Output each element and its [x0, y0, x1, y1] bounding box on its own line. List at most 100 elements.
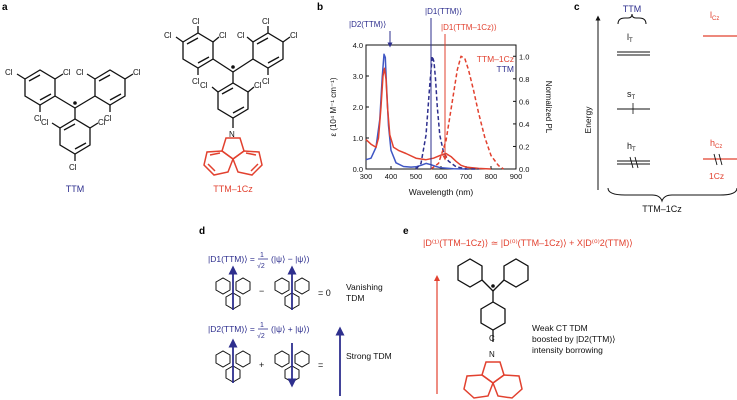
- x-tick-label: 900: [510, 172, 523, 181]
- ttm-1cz-structure: [175, 26, 291, 128]
- energy-axis-label: Energy: [583, 106, 593, 134]
- panel-letter-e: e: [403, 226, 409, 237]
- level-label-lcz: lCz: [710, 10, 719, 22]
- left-y-ticks: 0.0 1.0 2.0 3.0 4.0: [353, 41, 369, 174]
- x-tick-label: 500: [410, 172, 423, 181]
- paired-electrons: [629, 156, 639, 169]
- eq1-fraction-den: √2: [257, 262, 265, 270]
- ttm-brace: [617, 13, 647, 25]
- y-tick-label: 2.0: [353, 103, 363, 112]
- legend-ttm: TTM: [497, 64, 514, 74]
- equals-zero: = 0: [318, 288, 331, 298]
- series-line-ttm-1cz-pl: [430, 55, 504, 170]
- eq2-rhs: (|ψ⟩ + |ψ⟩): [271, 324, 310, 334]
- cl-atom: Cl: [63, 68, 71, 77]
- cl-atom: Cl: [192, 17, 200, 26]
- cl-atom: Cl: [200, 81, 208, 90]
- cl-atom: Cl: [164, 31, 172, 40]
- y2-tick-label: 0.8: [519, 75, 529, 84]
- paired-electrons: [713, 153, 723, 166]
- x-tick-label: 600: [435, 172, 448, 181]
- cl-atom: Cl: [76, 68, 84, 77]
- eq1-rhs: (|ψ⟩ − |ψ⟩): [271, 254, 310, 264]
- right-y-axis-label: Normalized PL: [544, 81, 553, 134]
- cl-atom: Cl: [104, 114, 112, 123]
- intensity-borrowing-text: intensity borrowing: [532, 345, 603, 355]
- x-tick-label: 300: [360, 172, 373, 181]
- eq2-lhs: |D2(TTM)⟩ =: [208, 324, 255, 334]
- vanishing-label: TDM: [346, 293, 364, 303]
- cl-atom: Cl: [5, 68, 13, 77]
- ttm-1cz-label: TTM–1Cz: [213, 184, 253, 194]
- panel-letter-d: d: [199, 226, 205, 237]
- cl-atom: Cl: [219, 31, 227, 40]
- energy-diagram: TTM Energy lT sT hT lCz hCz 1Cz TTM–1Cz: [583, 4, 737, 214]
- y2-tick-label: 0.4: [519, 120, 529, 129]
- x-tick-label: 700: [460, 172, 473, 181]
- y2-tick-label: 0.0: [519, 165, 529, 174]
- label-d2-ttm: |D2(TTM)⟩: [349, 20, 386, 29]
- right-y-ticks: 0.0 0.2 0.4 0.6 0.8 1.0: [513, 52, 529, 174]
- cl-atom: Cl: [262, 77, 270, 86]
- ttm-structure: [16, 69, 134, 161]
- level-label-hcz: hCz: [710, 138, 722, 150]
- level-label-lt: lT: [627, 32, 633, 44]
- nitrogen-cation-label: N: [489, 350, 495, 359]
- carbazole-group: [463, 361, 523, 399]
- mixing-equation: |D⁽¹⁾(TTM–1Cz)⟩ ≃ |D⁽⁰⁾(TTM–1Cz)⟩ + X|D⁽…: [423, 238, 633, 248]
- label-d1-ttm: |D1(TTM)⟩: [425, 7, 462, 16]
- cl-atom: Cl: [262, 17, 270, 26]
- eq2-fraction-den: √2: [257, 332, 265, 340]
- cl-atom: Cl: [290, 31, 298, 40]
- radical-dot: [231, 65, 235, 69]
- weak-ct-tdm-text: Weak CT TDM: [532, 323, 588, 333]
- cl-atom: Cl: [133, 68, 141, 77]
- y-tick-label: 3.0: [353, 72, 363, 81]
- nitrogen-atom: N: [229, 130, 235, 139]
- y-tick-label: 4.0: [353, 41, 363, 50]
- plus-sign: +: [259, 360, 264, 370]
- bottom-brace: [607, 187, 737, 203]
- carbazole-group: [203, 137, 263, 176]
- cl-atom: Cl: [34, 114, 42, 123]
- eq2-fraction-num: 1: [260, 322, 264, 329]
- left-y-axis-label: ε (10⁴ M⁻¹ cm⁻¹): [329, 77, 338, 136]
- one-cz-label: 1Cz: [709, 171, 724, 181]
- series-line-ttm-1cz: [365, 67, 492, 170]
- y-tick-label: 0.0: [353, 165, 363, 174]
- equals-sign: =: [318, 360, 323, 370]
- series-lines: [365, 53, 504, 170]
- carbocation-label: C: [489, 334, 495, 343]
- ttm-1cz-column-label: TTM–1Cz: [642, 204, 682, 214]
- cl-atom: Cl: [69, 163, 77, 172]
- y2-tick-label: 1.0: [519, 52, 529, 61]
- y-tick-label: 1.0: [353, 134, 363, 143]
- eq1-fraction-num: 1: [260, 252, 264, 259]
- x-axis-label: Wavelength (nm): [409, 187, 474, 197]
- label-d1-ttm-1cz: |D1(TTM–1Cz)⟩: [441, 23, 497, 32]
- eq1-lhs: |D1(TTM)⟩ =: [208, 254, 255, 264]
- radical-dot: [73, 101, 77, 105]
- cl-atom: Cl: [254, 81, 262, 90]
- level-label-ht: hT: [627, 141, 636, 153]
- y2-tick-label: 0.6: [519, 97, 529, 106]
- x-tick-label: 400: [385, 172, 398, 181]
- ttm-1cz-cation-structure: [457, 258, 529, 342]
- panel-letter-b: b: [317, 2, 323, 13]
- series-line-ttm-pl: [415, 55, 479, 170]
- y2-tick-label: 0.2: [519, 142, 529, 151]
- panel-e: |D⁽¹⁾(TTM–1Cz)⟩ ≃ |D⁽⁰⁾(TTM–1Cz)⟩ + X|D⁽…: [423, 238, 633, 399]
- panel-letter-a: a: [2, 2, 8, 13]
- boosted-by-text: boosted by |D2(TTM)⟩: [532, 334, 615, 344]
- ttm-column-label: TTM: [623, 4, 642, 14]
- panel-d: |D1(TTM)⟩ = 1 √2 (|ψ⟩ − |ψ⟩) − = 0 Vanis…: [208, 252, 392, 396]
- cl-atom: Cl: [192, 77, 200, 86]
- cl-atom: Cl: [237, 31, 245, 40]
- panel-letter-c: c: [574, 2, 580, 13]
- strong-tdm-label: Strong TDM: [346, 351, 392, 361]
- cl-atom: Cl: [98, 118, 106, 127]
- level-label-st: sT: [627, 89, 636, 101]
- vanishing-label: Vanishing: [346, 282, 383, 292]
